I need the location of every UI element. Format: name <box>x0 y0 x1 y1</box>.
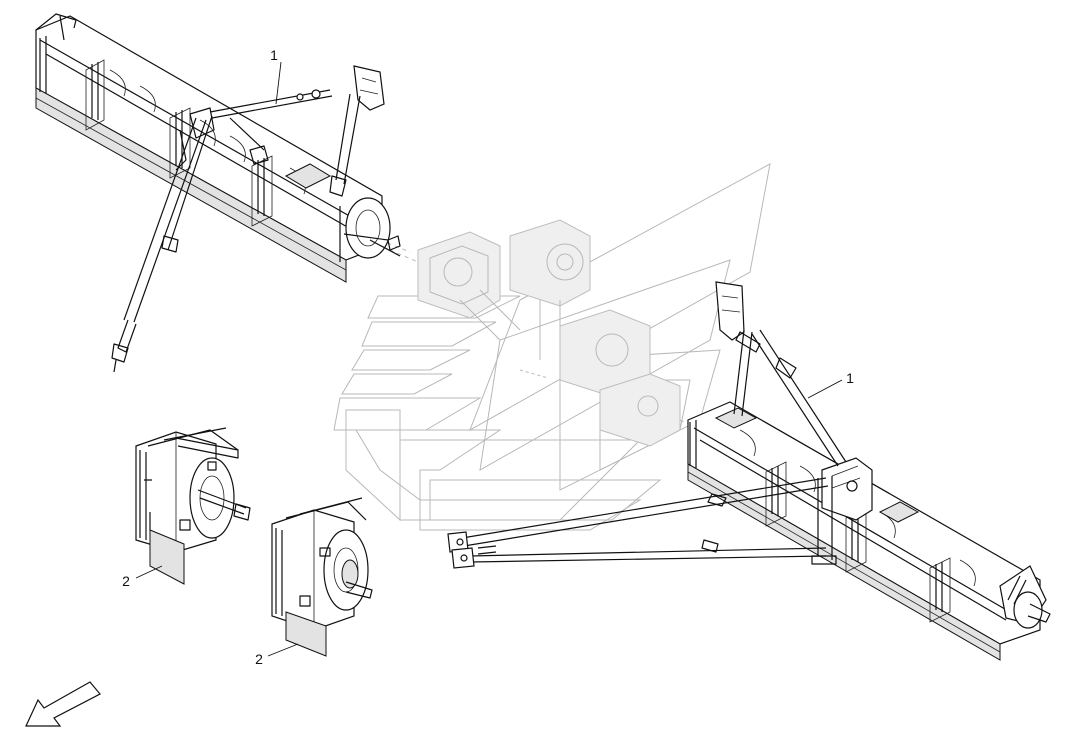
callout-label: 2 <box>122 573 130 589</box>
callout-label: 1 <box>846 370 854 386</box>
right-auger-assembly <box>447 281 1051 661</box>
drive-end-lower <box>271 497 373 657</box>
right-frame-ribs <box>689 420 951 623</box>
central-drive-unit <box>379 219 701 447</box>
right-drawbar <box>447 477 829 569</box>
callout-label: 1 <box>270 47 278 63</box>
drive-end-upper <box>135 427 251 585</box>
callout-right-1: 1 <box>807 370 854 399</box>
left-drawbar <box>111 107 215 373</box>
left-auger-assembly <box>35 13 401 373</box>
callout-label: 2 <box>255 651 263 667</box>
left-link-rod <box>209 65 385 197</box>
direction-arrow-icon <box>25 681 101 727</box>
callout-upper-2: 2 <box>122 565 163 589</box>
callout-left-1: 1 <box>270 47 282 105</box>
right-link-rod <box>715 281 847 467</box>
callout-lower-2: 2 <box>255 643 299 667</box>
